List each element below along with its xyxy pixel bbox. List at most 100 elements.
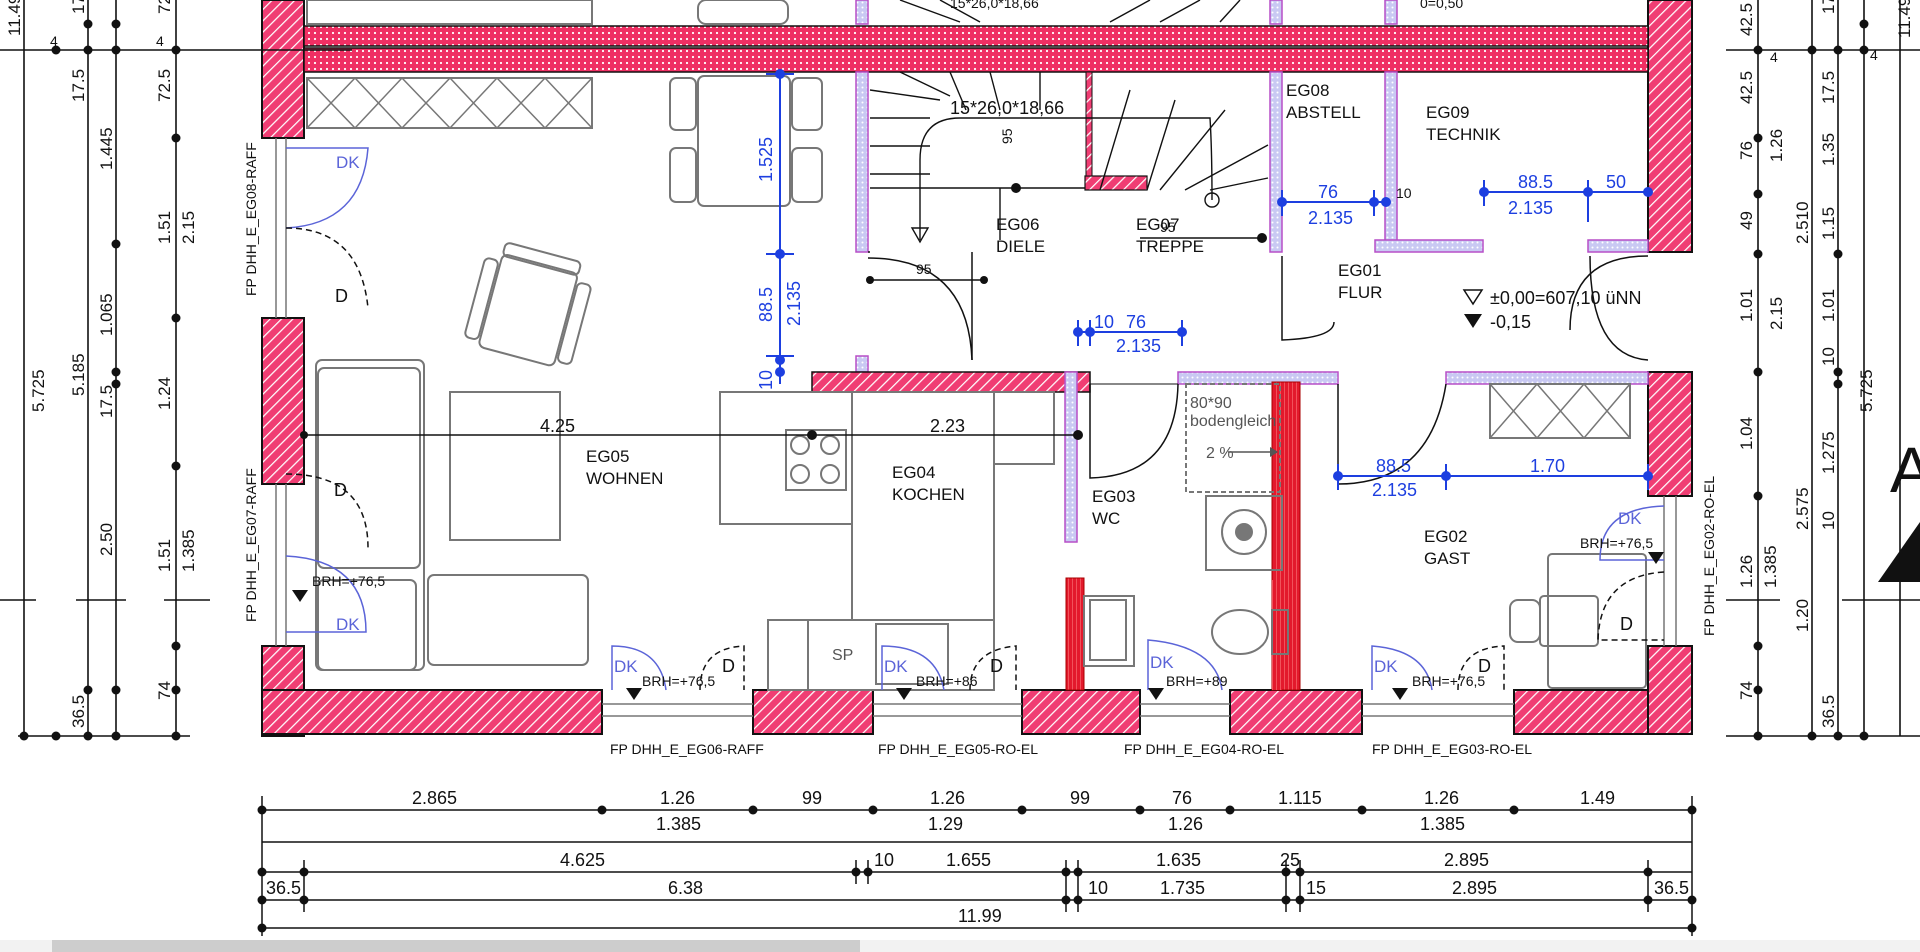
bottom-dim-5: 99: [1070, 788, 1090, 808]
flur-10: 10: [1396, 185, 1412, 201]
room-id-eg06: EG06: [996, 215, 1039, 234]
room-name-eg01: FLUR: [1338, 283, 1382, 302]
brh-eg03: BRH=+76,5: [1412, 673, 1485, 689]
blue-dim-wc-a: 10: [1094, 312, 1114, 332]
blue-dimensions: 1.525 88.5 2.135 10 76 2.135 88.5 2.135 …: [756, 69, 1653, 500]
d-mark: D: [334, 480, 347, 500]
room-id-eg09: EG09: [1426, 103, 1469, 122]
brh-eg07: BRH=+76,5: [312, 573, 385, 589]
right-dim-1-01-b: 1.01: [1819, 289, 1838, 322]
dim-kochen: 2.23: [930, 416, 965, 436]
interior-walls: [811, 0, 1649, 691]
room-name-eg05: WOHNEN: [586, 469, 663, 488]
blue-dim-gast-h: 2.135: [1372, 480, 1417, 500]
bottom-dim-7: 1.115: [1278, 788, 1322, 808]
room-name-eg07: TREPPE: [1136, 237, 1204, 256]
dk-mark: DK: [1618, 509, 1642, 528]
bottom-dimension-chains: 2.865 1.26 99 1.26 99 76 1.115 1.26 1.49…: [257, 788, 1697, 936]
room-id-eg04: EG04: [892, 463, 935, 482]
blue-dim-technik-2: 50: [1606, 172, 1626, 192]
window-label-eg07: FP DHH_E_EG07-RAFF: [243, 468, 259, 622]
bottom-dim-10: 1.385: [656, 814, 701, 834]
window-label-eg03: FP DHH_E_EG03-RO-EL: [1372, 741, 1532, 757]
blue-dim-abstell-w: 76: [1318, 182, 1338, 202]
bottom-dim-1: 2.865: [412, 788, 457, 808]
room-id-eg03: EG03: [1092, 487, 1135, 506]
left-dim-17-5-top: 17.5: [69, 0, 88, 14]
brh-eg05: BRH=+86: [916, 673, 978, 689]
blue-dim-gast-b: 1.70: [1530, 456, 1565, 476]
horizontal-scrollbar[interactable]: [0, 940, 1920, 952]
d-mark: D: [335, 286, 348, 306]
section-marker-icon: [1878, 522, 1920, 582]
right-dim-1-15: 1.15: [1819, 207, 1838, 240]
section-marker-letter: A: [1890, 434, 1920, 506]
left-dim-17-5: 17.5: [69, 69, 88, 102]
blue-dim-technik-h: 2.135: [1508, 198, 1553, 218]
annotations: 15*26,0*18,66 0=0,50 15*26,0*18,66 95 95…: [832, 0, 1642, 664]
bottom-dim-total: 11.99: [958, 906, 1002, 926]
right-dim-10-b: 10: [1819, 511, 1838, 530]
bottom-dim-6: 76: [1172, 788, 1192, 808]
right-dimension-chains: 42.5 42.5 76 49 1.01 1.04 1.26 74 4 1.26…: [1726, 0, 1920, 741]
right-dim-2-15: 2.15: [1767, 297, 1786, 330]
right-dim-1-20: 1.20: [1793, 599, 1812, 632]
right-dim-2-510: 2.510: [1793, 201, 1812, 244]
right-dim-4-a: 4: [1770, 49, 1778, 65]
left-dim-72-5: 72.5: [155, 69, 174, 102]
right-dim-1-26-b: 1.26: [1737, 555, 1756, 588]
room-name-eg09: TECHNIK: [1426, 125, 1501, 144]
room-id-eg05: EG05: [586, 447, 629, 466]
room-id-eg01: EG01: [1338, 261, 1381, 280]
left-dim-1-385: 1.385: [179, 529, 198, 572]
right-dim-4-b: 4: [1870, 47, 1878, 63]
right-dim-1-26: 1.26: [1767, 129, 1786, 162]
blue-dim-diele-2: 88.5: [756, 287, 776, 322]
right-dim-1-01: 1.01: [1737, 289, 1756, 322]
bottom-dim-18: 25: [1280, 850, 1300, 870]
left-dim-17-5-b: 17.5: [97, 385, 116, 418]
bottom-dim-20: 36.5: [266, 878, 301, 898]
stair-spec: 15*26,0*18,66: [950, 98, 1064, 118]
sp-label: SP: [832, 647, 853, 664]
dim-wohnen: 4.25: [540, 416, 575, 436]
outer-walls: [261, 0, 1693, 737]
right-dim-17-5-top: 17.5: [1819, 0, 1838, 14]
d-mark: D: [722, 656, 735, 676]
right-dim-1-385: 1.385: [1761, 545, 1780, 588]
blue-dim-abstell-h: 2.135: [1308, 208, 1353, 228]
right-dim-1-04: 1.04: [1737, 417, 1756, 450]
windows: [275, 138, 1677, 717]
furniture: [306, 0, 1647, 691]
bottom-dim-24: 15: [1306, 878, 1326, 898]
bottom-dim-11: 1.29: [928, 814, 963, 834]
right-dim-42-5-top: 42.5: [1737, 3, 1756, 36]
d-mark: D: [1478, 656, 1491, 676]
room-name-eg02: GAST: [1424, 549, 1470, 568]
bottom-dim-2: 1.26: [660, 788, 695, 808]
left-dim-1-51-b: 1.51: [155, 539, 174, 572]
bottom-dim-9: 1.49: [1580, 788, 1615, 808]
bottom-dim-22: 10: [1088, 878, 1108, 898]
blue-dim-diele-3: 2.135: [784, 281, 804, 326]
doors: DK D D DK DK D DK D DK DK D DK D: [285, 147, 1665, 691]
d-mark: D: [990, 656, 1003, 676]
left-dim-1-24: 1.24: [155, 377, 174, 410]
bottom-dim-14: 4.625: [560, 850, 605, 870]
shower-size: 80*90: [1190, 395, 1232, 412]
brh-eg06: BRH=+76,5: [642, 673, 715, 689]
window-labels: FP DHH_E_EG08-RAFF FP DHH_E_EG07-RAFF FP…: [243, 142, 1717, 757]
room-name-eg04: KOCHEN: [892, 485, 965, 504]
left-dim-1-065: 1.065: [97, 293, 116, 336]
shower-note: bodengleich: [1190, 413, 1276, 430]
room-name-eg06: DIELE: [996, 237, 1045, 256]
brh-eg04: BRH=+89: [1166, 673, 1228, 689]
right-dim-76: 76: [1737, 141, 1756, 160]
blue-dim-technik-1: 88.5: [1518, 172, 1553, 192]
brh-eg02: BRH=+76,5: [1580, 535, 1653, 551]
bottom-dim-17: 1.635: [1156, 850, 1201, 870]
left-dim-11-49: 11.49: [5, 0, 24, 36]
blue-dim-diele-4: 10: [756, 370, 776, 390]
scrollbar-thumb[interactable]: [52, 940, 860, 952]
